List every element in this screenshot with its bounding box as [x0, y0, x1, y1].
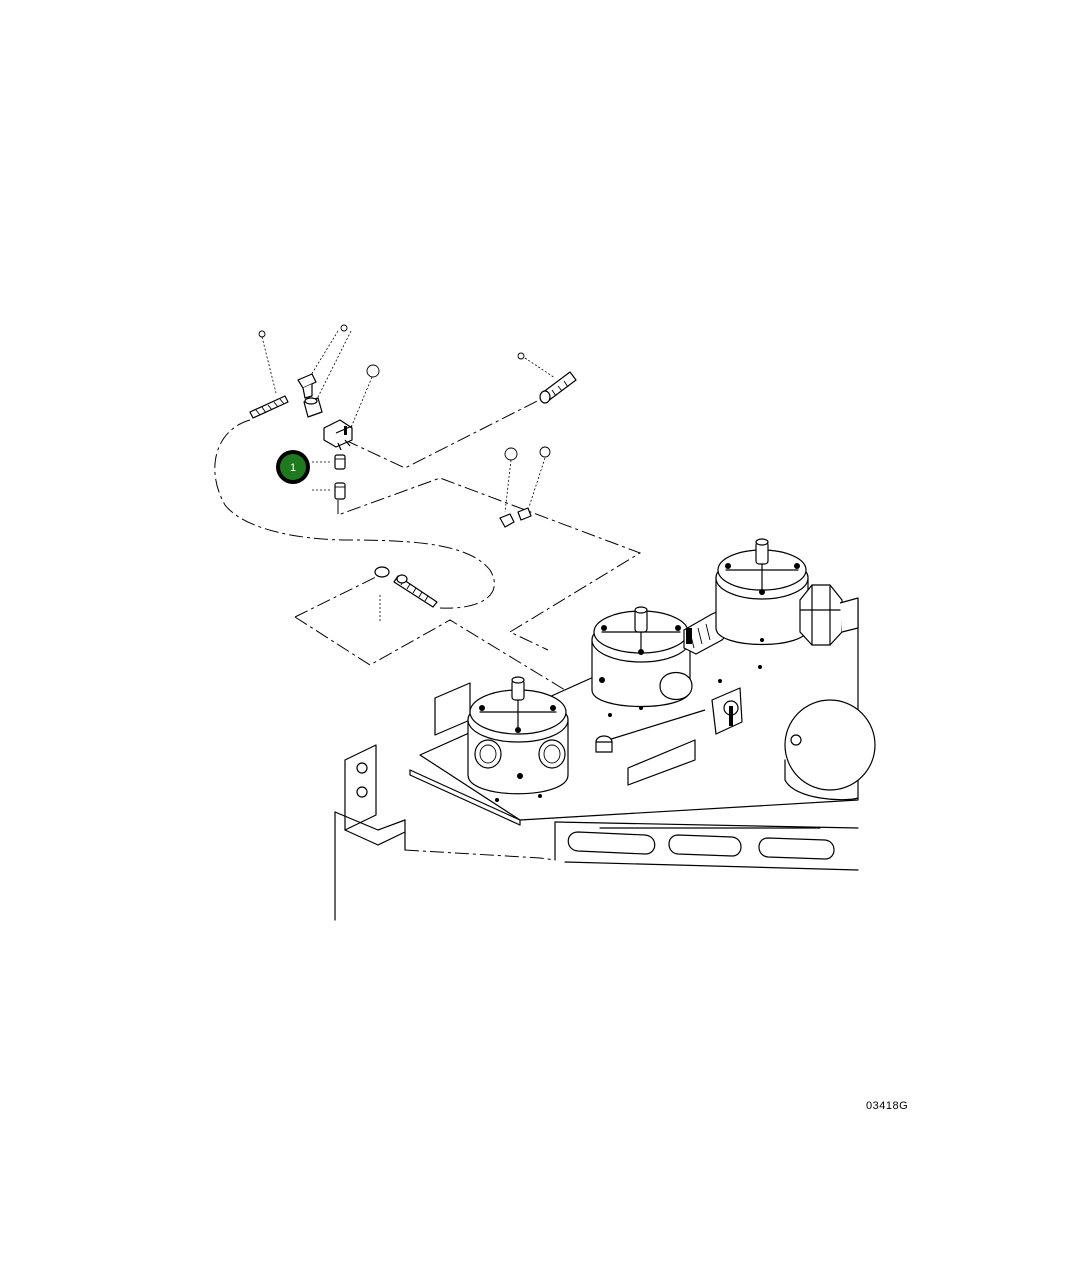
elbow-fitting-upper	[297, 373, 317, 399]
callout-1[interactable]: 1	[276, 450, 310, 484]
fittings-group	[249, 371, 577, 608]
slot-3	[758, 837, 835, 860]
threaded-nipple-upper	[249, 395, 289, 419]
threaded-nipple-lower	[374, 566, 438, 608]
regulator-front	[467, 676, 569, 802]
slot-1	[567, 831, 656, 855]
phantom-lines	[214, 391, 642, 861]
valve-body-small	[323, 419, 353, 451]
figure-number: 03418G	[866, 1100, 908, 1112]
leader-lines	[258, 324, 556, 622]
short-nipple-upper	[334, 454, 346, 470]
callout-1-label: 1	[290, 462, 296, 474]
threaded-nipple-right	[539, 371, 577, 404]
regulator-middle	[591, 606, 693, 710]
elbow-fitting-center	[499, 507, 532, 528]
regulator-back	[715, 538, 809, 646]
short-nipple-lower	[334, 482, 346, 500]
hex-nut-fitting	[799, 584, 859, 646]
callout-1-fill	[280, 454, 306, 480]
elbow-fitting-middle	[303, 397, 323, 418]
slot-2	[668, 834, 742, 857]
